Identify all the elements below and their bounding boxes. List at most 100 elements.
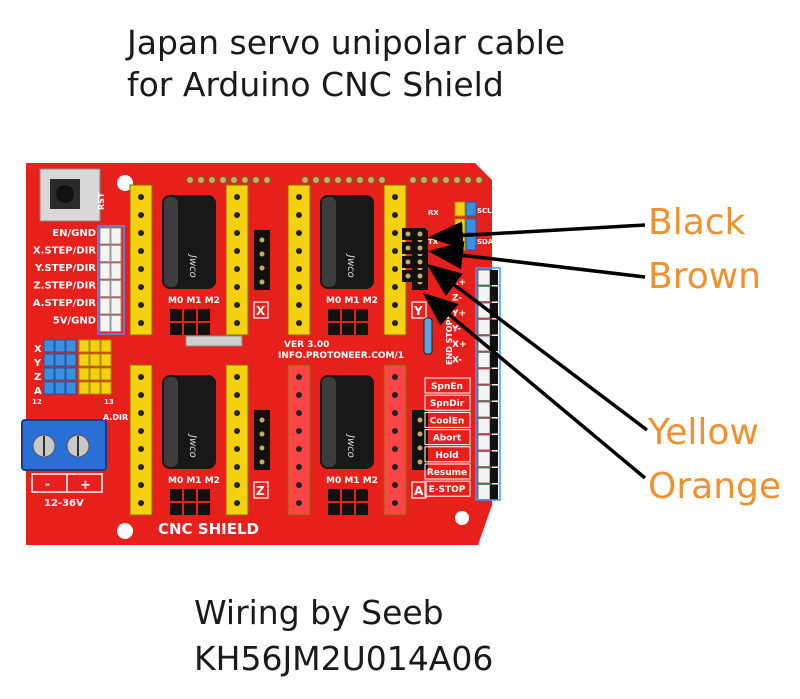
driver-pin — [138, 320, 144, 326]
microstep-jumper — [328, 489, 340, 501]
driver-pin — [138, 500, 144, 506]
microstep-jumper — [170, 489, 182, 501]
driver-pin — [138, 428, 144, 434]
driver-pin — [296, 482, 302, 488]
motor-header — [412, 410, 428, 470]
header-pin — [301, 176, 309, 184]
driver-pin — [392, 374, 398, 380]
driver-pin — [234, 374, 240, 380]
driver-pin — [392, 248, 398, 254]
limit-pin-black — [490, 385, 498, 401]
driver-tag: A — [414, 484, 424, 498]
motor-header — [254, 410, 270, 470]
driver-pin — [392, 428, 398, 434]
limit-pin-white — [477, 434, 491, 451]
driver-pin — [234, 284, 240, 290]
credit-line-2: KH56JM2U014A06 — [194, 639, 494, 678]
capacitor-highlight — [164, 377, 178, 467]
driver-pin — [296, 464, 302, 470]
title-line-2: for Arduino CNC Shield — [127, 65, 504, 104]
motor-pin — [259, 251, 265, 257]
driver-tag-box — [253, 481, 269, 499]
cnc-shield-label: CNC SHIELD — [158, 520, 259, 538]
page-title: Japan servo unipolar cable for Arduino C… — [127, 22, 565, 106]
wire-label-yellow: Yellow — [648, 412, 759, 453]
driver-tag-box — [253, 301, 269, 319]
driver-pin — [392, 266, 398, 272]
limit-pin-black — [490, 336, 498, 351]
pin-12-label: 12 — [32, 398, 42, 406]
limit-pin-white — [477, 418, 491, 434]
serial-header — [402, 256, 426, 268]
limit-pin-white — [477, 401, 491, 418]
driver-header-right — [225, 364, 249, 516]
serial-pin — [405, 245, 411, 251]
motor-pin — [259, 431, 265, 437]
axis-pin-yellow — [100, 367, 112, 381]
header-pin — [345, 176, 353, 184]
header-pin — [356, 176, 364, 184]
driver-tag: Z — [256, 484, 265, 498]
i2c-pin-blue — [465, 218, 477, 234]
driver-pin — [234, 266, 240, 272]
driver-pin — [234, 230, 240, 236]
driver-pin — [296, 446, 302, 452]
motor-pin — [259, 417, 265, 423]
arrow-brown — [428, 241, 646, 279]
microstep-label: M0 M1 M2 — [326, 476, 378, 486]
left-pin-label: 5V/GND — [53, 316, 96, 327]
axis-pin-yellow — [78, 367, 90, 381]
right-control-labels: SpnEnSpnDirCoolEnAbortHoldResumeE-STOPZ+… — [424, 278, 471, 497]
axis-pin-yellow — [78, 353, 90, 367]
serial-header — [402, 242, 426, 254]
driver-pin — [234, 464, 240, 470]
title-line-1: Japan servo unipolar cable — [127, 23, 566, 62]
axis-pin-yellow — [89, 367, 101, 381]
axis-pin-blue — [65, 381, 77, 395]
limit-header-outline — [475, 267, 501, 501]
left-pin-label: Z.STEP/DIR — [33, 281, 96, 292]
driver-pin — [392, 482, 398, 488]
right-label-box — [424, 480, 471, 497]
left-header-pin — [99, 262, 111, 280]
driver-pin — [296, 212, 302, 218]
resistor — [423, 317, 433, 355]
limit-label: Y- — [451, 325, 461, 335]
driver-pin — [234, 194, 240, 200]
microstep-jumper — [342, 489, 354, 501]
driver-pin — [234, 446, 240, 452]
limit-pin-white — [477, 368, 491, 385]
microstep-jumper — [198, 309, 210, 321]
driver-pin — [138, 248, 144, 254]
driver-pin — [138, 212, 144, 218]
driver-pin — [392, 194, 398, 200]
left-pin-header — [97, 225, 125, 335]
microstep-jumper — [184, 323, 196, 335]
microstep-jumper — [198, 489, 210, 501]
axis-pin-blue — [43, 339, 55, 353]
driver-pin — [392, 212, 398, 218]
driver-pin — [296, 230, 302, 236]
driver-pin — [296, 302, 302, 308]
header-pin — [442, 176, 450, 184]
header-pin — [219, 176, 227, 184]
axis-label: X — [34, 344, 42, 355]
driver-pin — [296, 392, 302, 398]
limit-pin-black — [490, 352, 498, 368]
microstep-jumper — [356, 309, 368, 321]
microstep-jumper — [342, 309, 354, 321]
limit-pin-white — [477, 385, 491, 401]
driver-pin — [392, 500, 398, 506]
axis-pin-yellow — [100, 381, 112, 395]
serial-pin — [417, 259, 423, 265]
driver-pin — [138, 482, 144, 488]
power-minus-label: - — [45, 477, 50, 491]
driver-pin — [392, 446, 398, 452]
right-label-box — [424, 411, 471, 428]
axis-pin-blue — [65, 339, 77, 353]
header-pin — [230, 176, 238, 184]
left-header-pin — [110, 297, 122, 315]
left-header-pin — [110, 262, 122, 280]
header-pin — [252, 176, 260, 184]
